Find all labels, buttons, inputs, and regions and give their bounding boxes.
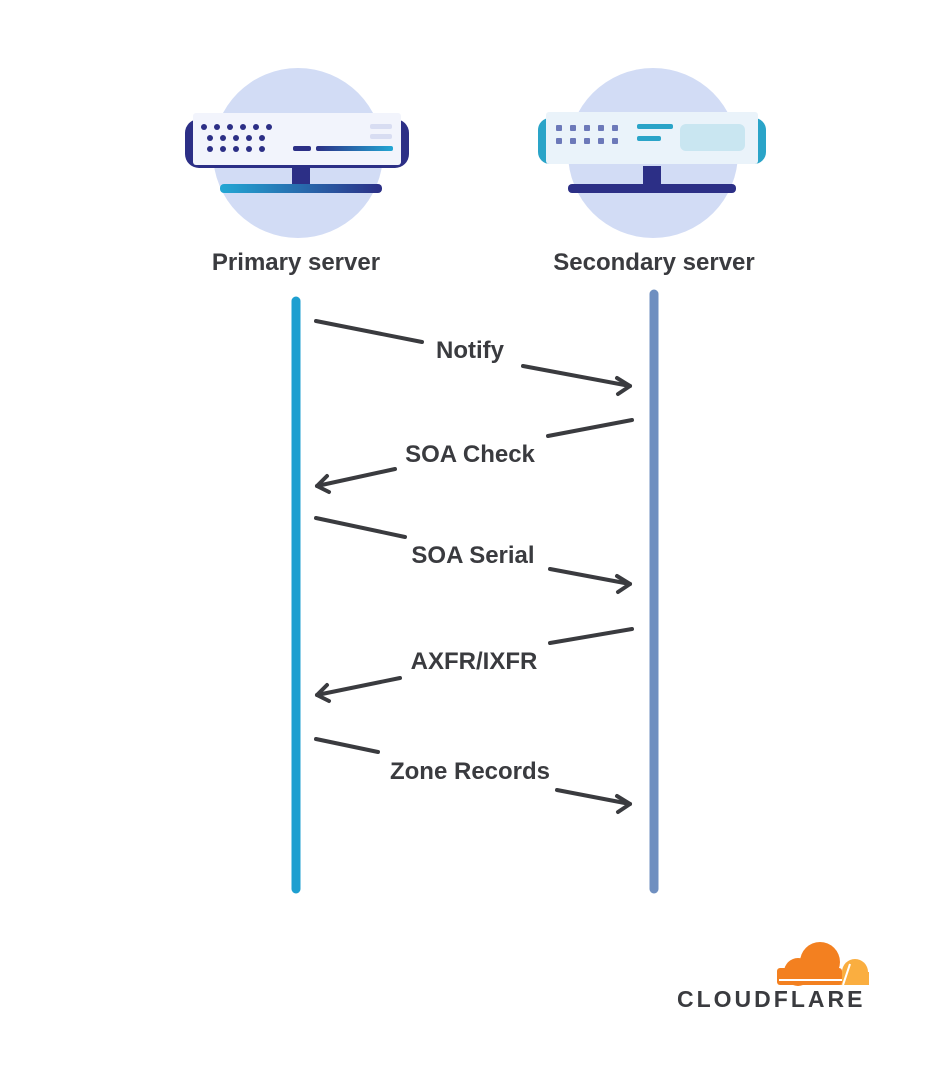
message-label: Zone Records (390, 758, 550, 785)
primary-server-indicator (293, 146, 311, 151)
message-label: SOA Check (405, 441, 535, 468)
message-arrow (314, 319, 632, 396)
message-arrow (315, 418, 634, 494)
secondary-server-panel (680, 124, 745, 151)
primary-server-label: Primary server (212, 249, 380, 276)
secondary-server-line (637, 136, 661, 141)
message-label: SOA Serial (411, 542, 534, 569)
message-label: AXFR/IXFR (411, 648, 538, 675)
secondary-server-stand (643, 166, 661, 186)
cloudflare-wordmark: CLOUDFLARE (677, 986, 865, 1012)
cloudflare-cloud-icon (777, 942, 869, 986)
secondary-server-line (637, 124, 673, 129)
message-arrow (315, 627, 634, 703)
message-label: Notify (436, 337, 505, 364)
primary-server-bar (316, 146, 393, 151)
message-arrow (314, 516, 632, 594)
message-arrow (314, 737, 632, 814)
primary-server-slot (370, 134, 392, 139)
primary-server-icon (185, 68, 409, 238)
secondary-server-icon (538, 68, 766, 238)
cloudflare-logo: CLOUDFLARE (677, 942, 869, 1012)
primary-server-stand (292, 166, 310, 186)
primary-server-slot (370, 124, 392, 129)
primary-server-base (220, 184, 382, 193)
secondary-server-dots (556, 125, 618, 144)
secondary-server-label: Secondary server (553, 249, 754, 276)
secondary-server-base (568, 184, 736, 193)
primary-server-dots (201, 124, 272, 152)
